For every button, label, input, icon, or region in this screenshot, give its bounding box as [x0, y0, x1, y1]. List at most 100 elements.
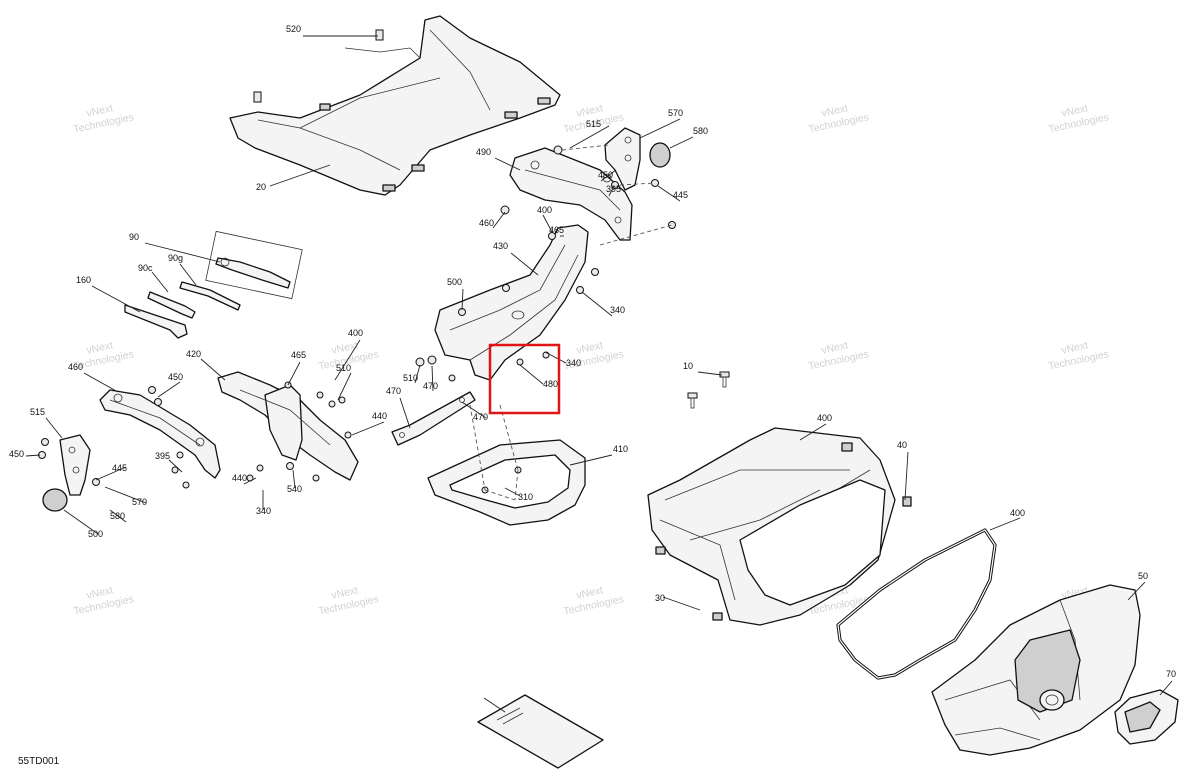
callout-label: 490 — [476, 147, 491, 157]
callout-label: 90c — [138, 263, 153, 273]
watermark-line1: vNext — [85, 339, 114, 356]
part-90-tool-kit — [124, 230, 303, 339]
callout-label: 500 — [88, 529, 103, 539]
callout-label: 440 — [372, 411, 387, 421]
leader-line — [243, 477, 257, 485]
part-40-seal — [836, 528, 997, 680]
leader-line — [168, 459, 183, 473]
leader-line — [200, 358, 226, 381]
callout-label: 440 — [232, 473, 247, 483]
watermark-line1: vNext — [85, 584, 114, 601]
watermark-line1: vNext — [330, 584, 359, 601]
callout-label: 90g — [168, 253, 183, 263]
leader-line — [483, 697, 506, 713]
part-50-latch — [1114, 689, 1179, 745]
callout-label: 470 — [386, 386, 401, 396]
leader-line — [63, 509, 99, 535]
watermark-line1: vNext — [85, 102, 114, 119]
callout-label: 400 — [817, 413, 832, 423]
leader-line — [1159, 680, 1173, 696]
part-70-manual — [477, 694, 604, 769]
callout-label: 510 — [403, 373, 418, 383]
leader-line — [519, 364, 544, 385]
part-30-front-panel — [931, 584, 1141, 756]
leader-line — [608, 185, 615, 197]
diagram-code: 55TD001 — [18, 756, 60, 767]
leader-line — [83, 372, 119, 393]
leader-line — [510, 252, 539, 276]
part-420-center-cover — [217, 371, 359, 482]
callout-label: 470 — [423, 381, 438, 391]
leader-line — [287, 361, 301, 386]
callout-label: 450 — [598, 170, 613, 180]
leader-line — [581, 291, 613, 317]
callout-label: 310 — [518, 492, 533, 502]
leader-line — [639, 118, 681, 139]
callout-label: 465 — [291, 350, 306, 360]
leader-line — [109, 509, 127, 523]
callout-label: 580 — [693, 126, 708, 136]
callout-labels: 5205155705804904503954454604004654305003… — [9, 24, 1176, 679]
callout-label: 445 — [112, 463, 127, 473]
callout-label: 430 — [493, 241, 508, 251]
leader-line — [504, 487, 521, 497]
leader-line — [45, 417, 63, 439]
callout-label: 470 — [473, 412, 488, 422]
leader-line — [569, 125, 610, 149]
part-540-cross-bracket — [391, 391, 476, 446]
leader-line — [157, 381, 181, 398]
leader-line — [904, 451, 909, 501]
watermark-line1: vNext — [575, 584, 604, 601]
watermark-line1: vNext — [1060, 339, 1089, 356]
leader-line — [569, 454, 613, 466]
leader-line — [337, 372, 352, 401]
callout-label: 520 — [286, 24, 301, 34]
leader-line — [151, 271, 169, 293]
callout-label: 420 — [186, 349, 201, 359]
leader-line — [25, 454, 41, 457]
watermark-line1: vNext — [1060, 102, 1089, 119]
callout-label: 510 — [336, 363, 351, 373]
callout-label: 400 — [1010, 508, 1025, 518]
callout-label: 30 — [655, 593, 665, 603]
watermark-line1: vNext — [820, 339, 849, 356]
leader-line — [334, 339, 361, 381]
part-480-left-bracket — [38, 386, 221, 512]
leader-line — [292, 469, 296, 489]
highlight-box — [488, 343, 561, 415]
callout-label: 580 — [110, 511, 125, 521]
watermark-line1: vNext — [575, 339, 604, 356]
callout-label: 450 — [9, 449, 24, 459]
leader-line — [144, 242, 221, 263]
callout-label: 400 — [348, 328, 363, 338]
leader-line — [461, 288, 464, 311]
leader-line — [269, 164, 331, 187]
callout-label: 395 — [606, 184, 621, 194]
callout-label: 450 — [168, 372, 183, 382]
watermark-line1: vNext — [575, 102, 604, 119]
callout-label: 410 — [613, 444, 628, 454]
leader-line — [414, 364, 421, 384]
callout-label: 70 — [1166, 669, 1176, 679]
callout-label: 90 — [129, 232, 139, 242]
callout-label: 20 — [256, 182, 266, 192]
watermark-line1: vNext — [820, 102, 849, 119]
leader-line — [399, 397, 411, 429]
callout-label: 460 — [68, 362, 83, 372]
callout-label: 570 — [132, 497, 147, 507]
part-410-bolts — [687, 371, 730, 409]
leader-line — [669, 136, 694, 149]
callout-label: 400 — [537, 205, 552, 215]
leader-line — [91, 285, 141, 313]
leader-line — [104, 486, 147, 504]
leader-line — [1127, 581, 1146, 601]
leader-lines — [25, 35, 1173, 713]
